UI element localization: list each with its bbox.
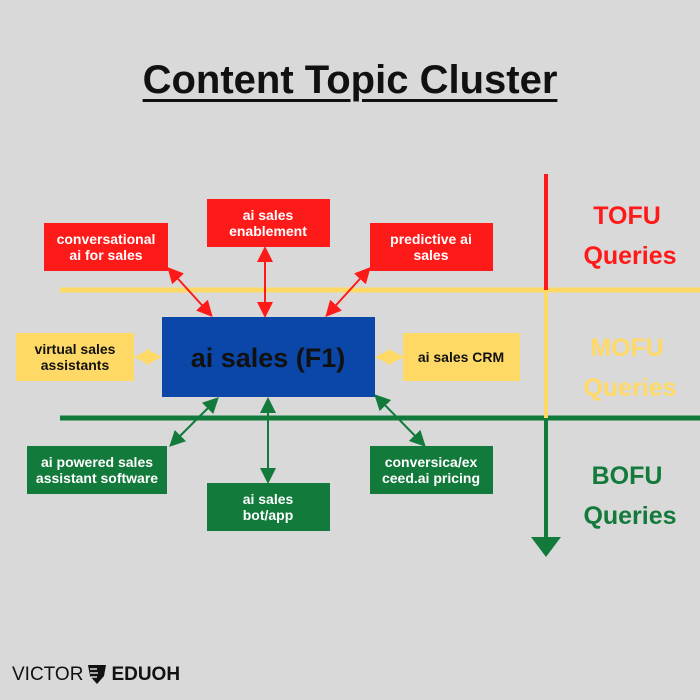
logo-last-name: EDUOH: [111, 664, 181, 685]
arrow: [167, 267, 213, 317]
shield-logo-icon: [88, 665, 107, 684]
brand-logo: VICTOR EDUOH: [12, 664, 180, 686]
arrow: [374, 394, 426, 447]
arrow: [325, 267, 371, 317]
pillar-ai-sales: ai sales (F1): [162, 317, 375, 397]
svg-text:ai sales (F1): ai sales (F1): [191, 343, 346, 373]
svg-text:ai sales CRM: ai sales CRM: [418, 349, 504, 365]
funnel-arrow-head: [531, 537, 561, 557]
topic-ai-sales-crm: ai sales CRM: [403, 333, 520, 381]
page-title: Content Topic Cluster: [142, 58, 558, 102]
logo-first-name: VICTOR: [12, 664, 84, 685]
arrow: [169, 397, 219, 447]
